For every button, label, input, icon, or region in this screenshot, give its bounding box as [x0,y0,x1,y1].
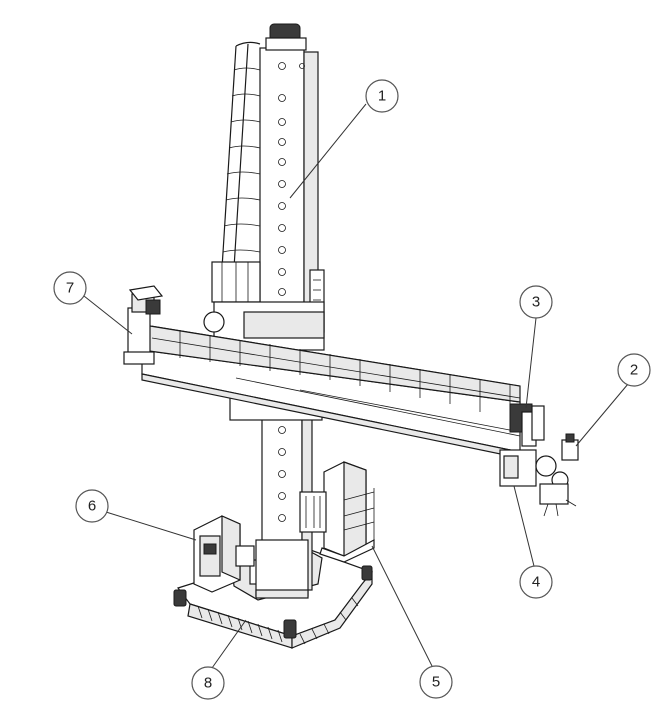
boom-arm [141,325,521,459]
callout-8: 8 [191,619,247,700]
callout-3: 3 [519,285,553,409]
callout-6: 6 [75,489,197,541]
flux-recovery-cabinet [299,461,375,563]
callout-label: 8 [204,675,212,692]
welding-head-assembly [499,403,579,517]
callout-7: 7 [53,271,133,335]
boom-drive-motor [123,285,164,365]
callout-2: 2 [575,353,651,447]
callout-label: 1 [378,88,386,105]
callout-label: 4 [532,574,540,591]
welding-power-source [193,515,255,593]
upper-column [211,23,325,333]
callout-label: 2 [630,362,638,379]
callout-label: 7 [66,280,74,297]
callout-1: 1 [289,79,399,199]
callout-label: 5 [432,674,440,691]
callout-label: 6 [88,498,96,515]
callout-5: 5 [371,545,453,699]
callout-4: 4 [513,485,553,599]
callout-label: 3 [532,294,540,311]
